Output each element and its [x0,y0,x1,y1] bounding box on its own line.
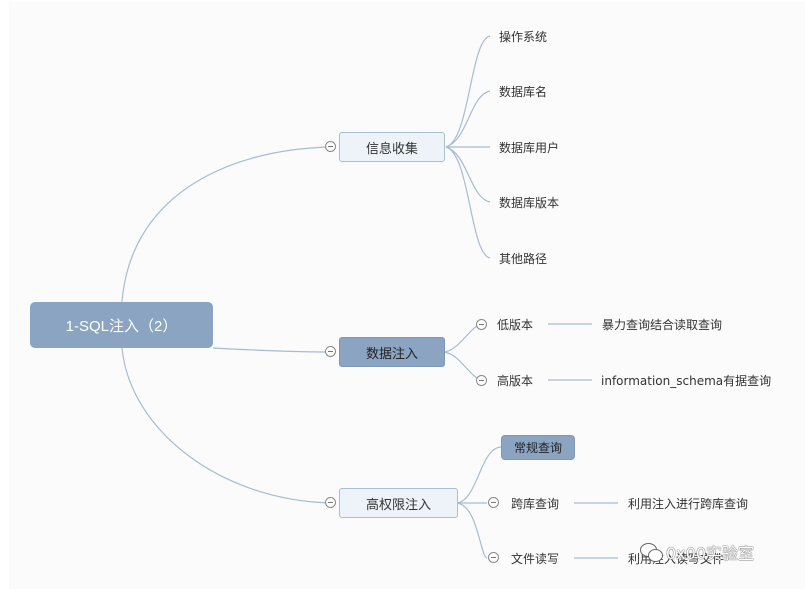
leaf-label: 跨库查询 [511,496,560,511]
branch-label: 数据注入 [365,346,418,362]
detail-label: 利用注入进行跨库查询 [628,496,749,511]
leaf-file-read-write[interactable]: 文件读写 [511,548,559,568]
leaf-label: 常规查询 [513,441,562,455]
leaf-label: 低版本 [497,317,534,332]
branch-info-gathering[interactable]: 信息收集 [339,132,445,162]
leaf-other-path[interactable]: 其他路径 [499,248,547,268]
leaf-label: 文件读写 [511,551,560,566]
detail-label: information_schema有据查询 [601,373,772,388]
leaf-label: 数据库名 [499,84,548,99]
collapse-toggle-cross-db[interactable] [488,497,499,508]
leaf-db-version[interactable]: 数据库版本 [499,192,559,212]
leaf-label: 操作系统 [499,29,548,44]
branch-label: 信息收集 [365,141,418,157]
leaf-label: 数据库版本 [499,195,560,210]
link-root-data [212,347,331,353]
leaf-os[interactable]: 操作系统 [499,26,547,46]
link-root-info [121,146,331,303]
leaf-label: 数据库用户 [499,140,560,155]
collapse-toggle-file-rw[interactable] [488,552,499,563]
leaf-label: 其他路径 [499,251,548,266]
collapse-toggle-data[interactable] [325,346,336,357]
root-label: 1-SQL注入（2） [65,317,178,335]
leaf-regular-query[interactable]: 常规查询 [501,435,575,460]
collapse-toggle-priv[interactable] [325,497,336,508]
collapse-toggle-low-version[interactable] [476,319,487,330]
wechat-icon [640,543,663,562]
collapse-toggle-info[interactable] [325,141,336,152]
root-node[interactable]: 1-SQL注入（2） [30,302,213,348]
detail-low-version[interactable]: 暴力查询结合读取查询 [602,314,722,334]
detail-high-version[interactable]: information_schema有据查询 [601,370,771,390]
branch-high-privilege-injection[interactable]: 高权限注入 [339,488,458,518]
watermark: 0x00实验室 [640,540,754,564]
detail-cross-db-query[interactable]: 利用注入进行跨库查询 [628,493,748,513]
watermark-text: 0x00实验室 [666,544,755,563]
branch-label: 高权限注入 [365,497,431,513]
detail-label: 暴力查询结合读取查询 [602,317,723,332]
leaf-label: 高版本 [497,373,534,388]
leaf-db-user[interactable]: 数据库用户 [499,137,559,157]
collapse-toggle-high-version[interactable] [476,375,487,386]
leaf-db-name[interactable]: 数据库名 [499,81,547,101]
leaf-cross-db-query[interactable]: 跨库查询 [511,493,559,513]
leaf-high-version[interactable]: 高版本 [497,370,533,390]
branch-data-injection[interactable]: 数据注入 [339,337,445,367]
link-root-priv [121,347,331,504]
leaf-low-version[interactable]: 低版本 [497,314,533,334]
